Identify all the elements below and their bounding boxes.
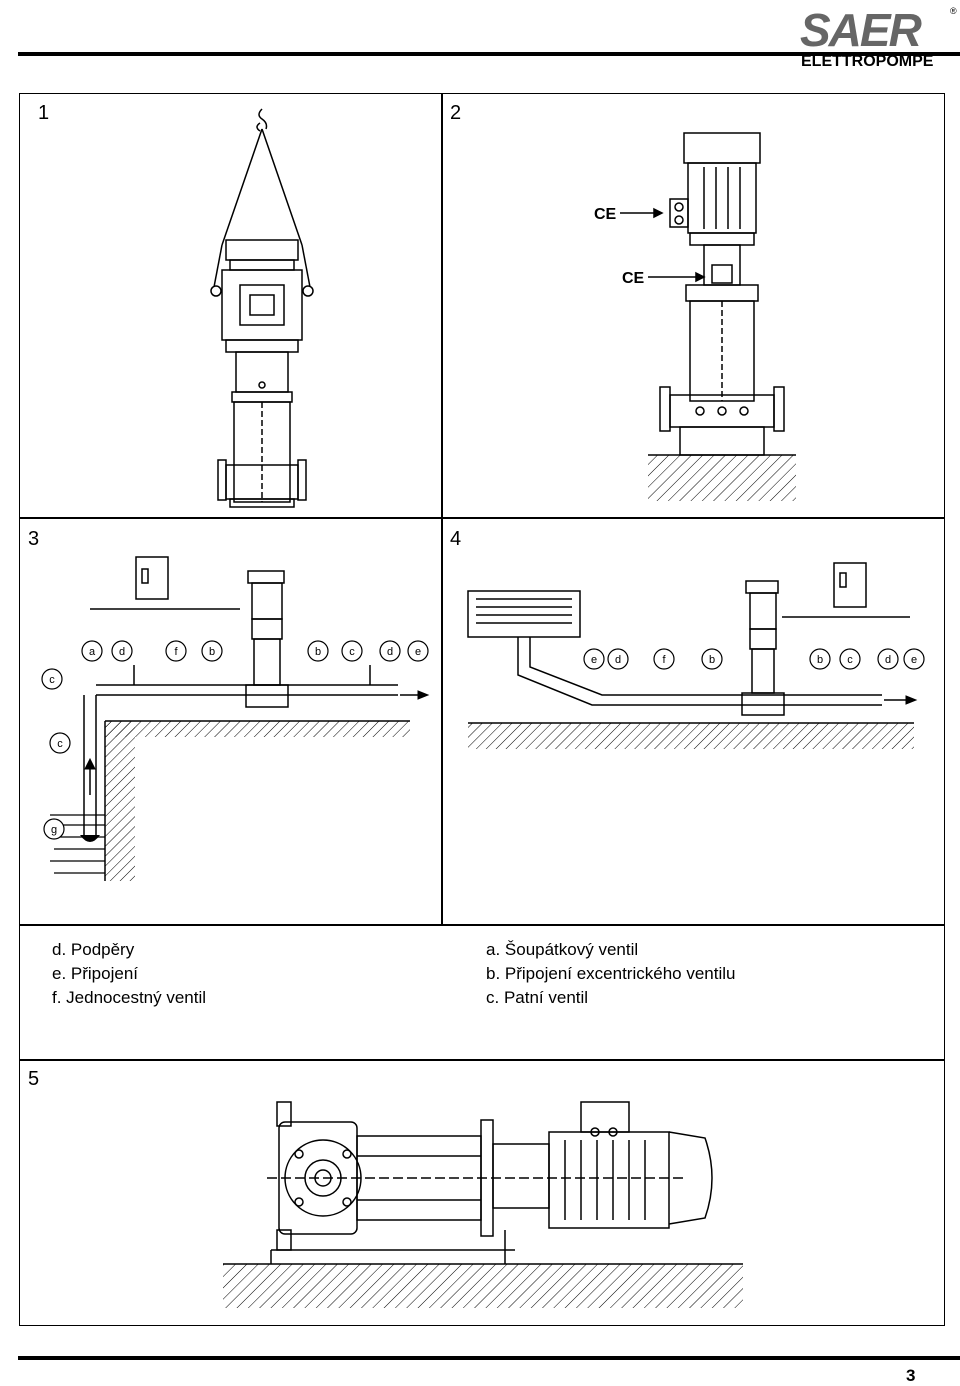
- legend-item-b: b. Připojení excentrického ventilu: [486, 964, 736, 983]
- fig4-label-5: b: [817, 654, 823, 666]
- frame-divider-3: [19, 1059, 945, 1061]
- fig3-label-7: d: [387, 646, 393, 658]
- fig4-label-1: e: [591, 654, 597, 666]
- frame-divider-1: [19, 517, 945, 519]
- fig4-label-4: b: [709, 654, 715, 666]
- fig3-label-5: b: [315, 646, 321, 658]
- legend-item-a: a. Šoupátkový ventil: [486, 940, 639, 959]
- fig4-label-2: d: [615, 654, 621, 666]
- fig4-label-6: c: [847, 654, 853, 666]
- fig3-label-8: e: [415, 646, 421, 658]
- fig3-label-6: c: [349, 646, 355, 658]
- figure-3-suction-lift-drawing: a d f b b c d e c c g: [41, 556, 430, 881]
- legend-item-d: d. Podpěry: [52, 940, 135, 959]
- figure-5-horizontal-pump-drawing: [223, 1101, 743, 1308]
- saer-logo: SAER ® ELETTROPOMPE: [800, 4, 957, 70]
- footer-rule: [18, 1356, 960, 1360]
- frame-divider-vertical: [441, 93, 443, 925]
- ce-mark-2: CE: [622, 270, 645, 287]
- panel-number-5: 5: [28, 1068, 40, 1090]
- panel-number-1: 1: [38, 102, 50, 124]
- panel-number-2: 2: [450, 102, 462, 124]
- page-number: 3: [906, 1366, 916, 1385]
- panel-number-3: 3: [28, 528, 40, 550]
- panel-number-4: 4: [450, 528, 462, 550]
- fig3-label-3: f: [174, 646, 178, 658]
- fig3-label-4: b: [209, 646, 215, 658]
- legend-item-f: f. Jednocestný ventil: [52, 988, 207, 1007]
- fig3-label-10: c: [57, 738, 63, 750]
- fig4-label-3: f: [662, 654, 666, 666]
- frame-divider-2: [19, 924, 945, 926]
- brand-sub: ELETTROPOMPE: [801, 53, 934, 70]
- legend-item-e: e. Připojení: [52, 964, 138, 983]
- legend-item-c: c. Patní ventil: [486, 988, 589, 1007]
- fig3-label-11: g: [51, 824, 57, 836]
- legend-left: d. Podpěry e. Připojení f. Jednocestný v…: [52, 938, 206, 1010]
- fig3-label-2: d: [119, 646, 125, 658]
- fig4-label-7: d: [885, 654, 891, 666]
- brand-reg: ®: [950, 6, 957, 16]
- fig4-label-8: e: [911, 654, 917, 666]
- header-rule: [18, 52, 960, 56]
- figure-4-flooded-suction-drawing: e d f b b c d e: [467, 562, 925, 749]
- brand-name: SAER: [800, 4, 922, 56]
- figure-1-lifting-drawing: [210, 108, 314, 508]
- ce-mark-1: CE: [594, 206, 617, 223]
- figure-2-mounting-drawing: CE CE: [594, 132, 796, 501]
- fig3-label-1: a: [89, 646, 96, 658]
- legend-right: a. Šoupátkový ventil b. Připojení excent…: [486, 938, 735, 1010]
- figure-frame: [19, 93, 945, 1326]
- fig3-label-9: c: [49, 674, 55, 686]
